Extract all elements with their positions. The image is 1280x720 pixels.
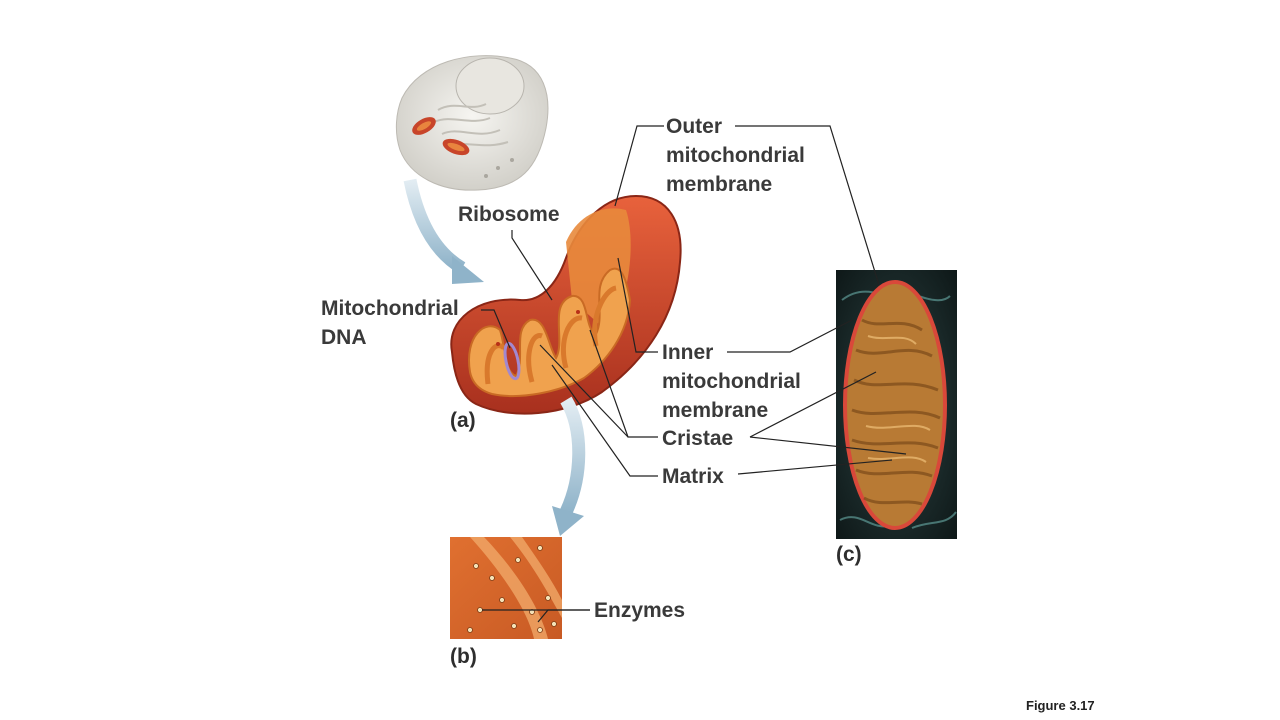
leader-matrix-right (737, 459, 893, 475)
label-line: Outer (666, 115, 723, 138)
label-line: DNA (321, 326, 367, 349)
cell-mitochondrion-2 (442, 138, 470, 156)
cell-illustration (395, 55, 549, 191)
figure-number: Figure 3.17 (1026, 698, 1095, 713)
leader-mitochondrial-dna (481, 309, 511, 349)
label-line: mitochondrial (662, 370, 801, 393)
electron-micrograph (836, 270, 957, 539)
label-line: (a) (450, 409, 476, 432)
label-inner-mitochondrial-membrane: Inner mitochondrial membrane (662, 338, 801, 425)
panel-label-b: (b) (450, 642, 477, 671)
leader-outer-right (735, 125, 880, 286)
zoom-arrow-b (552, 396, 586, 536)
label-line: Enzymes (594, 599, 686, 622)
label-outer-mitochondrial-membrane: Outer mitochondrial membrane (666, 112, 805, 199)
label-mitochondrial-dna: Mitochondrial DNA (321, 294, 459, 352)
cell-mitochondrion-1 (412, 117, 436, 135)
zoom-arrow-a (403, 178, 484, 284)
label-line: (c) (836, 543, 862, 566)
enzymes-zoom-panel (450, 537, 562, 639)
leader-outer-left (614, 125, 664, 207)
label-line: Inner (662, 341, 714, 364)
leader-ribosome (511, 230, 553, 301)
leader-cristae-right-2 (749, 436, 907, 455)
label-line: mitochondrial (666, 144, 805, 167)
leader-enzymes-2 (537, 609, 590, 623)
label-line: Matrix (662, 465, 724, 488)
mitochondrion-cutaway (450, 194, 682, 415)
leader-inner-left (617, 257, 658, 353)
label-line: membrane (662, 399, 769, 422)
leader-cristae-right-1 (749, 371, 877, 438)
leader-matrix-left (551, 364, 658, 477)
panel-label-a: (a) (450, 406, 476, 435)
label-line: Cristae (662, 427, 734, 450)
label-cristae: Cristae (662, 424, 733, 453)
leader-inner-right (727, 319, 853, 353)
panel-label-c: (c) (836, 540, 862, 569)
label-ribosome: Ribosome (458, 200, 560, 229)
leader-cristae-left-2 (539, 344, 629, 438)
label-enzymes: Enzymes (594, 596, 685, 625)
label-line: Ribosome (458, 203, 560, 226)
cristae-folds (468, 267, 632, 397)
label-matrix: Matrix (662, 462, 724, 491)
label-line: (b) (450, 645, 477, 668)
label-line: Mitochondrial (321, 297, 459, 320)
label-line: membrane (666, 173, 773, 196)
